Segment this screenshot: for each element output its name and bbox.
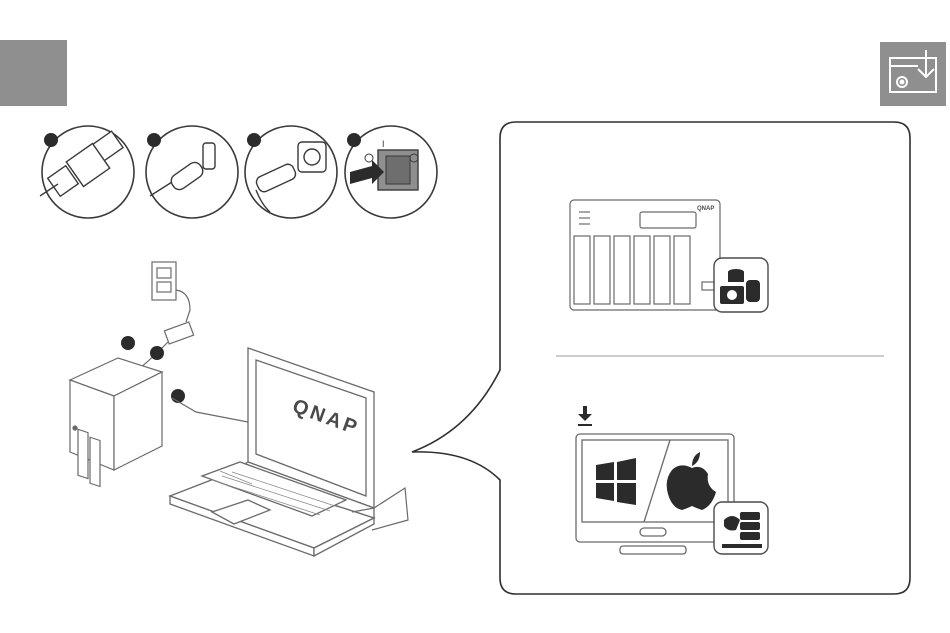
power-adapter — [140, 322, 194, 368]
step-power-switch: I — [345, 126, 437, 218]
qfinder-icon — [714, 502, 768, 554]
step-usb-a — [40, 126, 134, 218]
wall-outlet — [152, 262, 190, 322]
switch-on-label: I — [382, 139, 385, 149]
laptop — [170, 348, 374, 556]
nas-panel-logo: QNAP — [697, 206, 714, 212]
usb-cable — [172, 398, 258, 424]
step-power-cord — [245, 126, 337, 218]
photo-database-icon — [714, 258, 768, 312]
step-dot — [121, 336, 135, 350]
step-dot — [150, 346, 164, 360]
step-usb-c — [146, 126, 238, 218]
nas-front-panel — [570, 200, 720, 310]
nas-device — [70, 358, 162, 486]
